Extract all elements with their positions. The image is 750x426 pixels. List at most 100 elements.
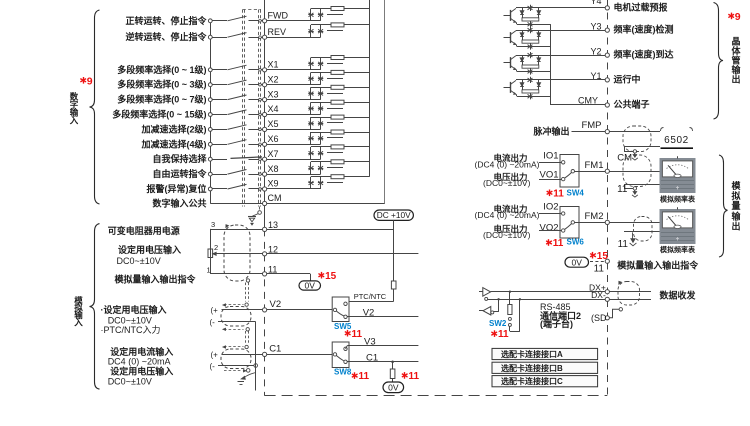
svg-text:模拟量输入输出指令: 模拟量输入输出指令 xyxy=(115,274,197,285)
svg-text:公共端子: 公共端子 xyxy=(614,99,650,110)
svg-text:(-: (- xyxy=(210,318,216,327)
svg-text:入: 入 xyxy=(69,116,79,126)
svg-text:设定用电压输入: 设定用电压输入 xyxy=(118,244,181,255)
svg-text:11: 11 xyxy=(618,239,629,250)
svg-text:SW8: SW8 xyxy=(334,368,352,377)
svg-text:加减速选择(2级): 加减速选择(2级) xyxy=(141,123,207,134)
svg-text:11: 11 xyxy=(594,264,605,275)
svg-text:DC +10V: DC +10V xyxy=(377,210,411,220)
svg-text:9: 9 xyxy=(87,75,93,87)
svg-text:SW2: SW2 xyxy=(489,319,507,328)
svg-text:选配卡连接接口C: 选配卡连接接口C xyxy=(501,376,563,386)
svg-text:模拟频率表: 模拟频率表 xyxy=(660,245,696,254)
svg-text:频率(速度)检测: 频率(速度)检测 xyxy=(614,24,674,35)
svg-text:(-: (- xyxy=(210,362,216,371)
svg-text:正转运转、停止指令: 正转运转、停止指令 xyxy=(125,15,207,26)
svg-text:模拟频率表: 模拟频率表 xyxy=(660,195,696,204)
svg-text:DC0~±10V: DC0~±10V xyxy=(108,376,152,386)
svg-text:C1: C1 xyxy=(269,343,281,354)
svg-text:X7: X7 xyxy=(268,149,279,159)
svg-text:模: 模 xyxy=(731,180,741,191)
svg-text:SW5: SW5 xyxy=(334,322,352,331)
svg-text:FMP: FMP xyxy=(581,120,601,131)
svg-text:运行中: 运行中 xyxy=(614,74,641,85)
svg-text:字: 字 xyxy=(70,100,79,110)
svg-text:多段频率选择(0 ~ 7级): 多段频率选择(0 ~ 7级) xyxy=(117,94,206,105)
svg-text:体: 体 xyxy=(731,45,741,56)
svg-text:自由运转指令: 自由运转指令 xyxy=(152,168,207,179)
svg-text:FM1: FM1 xyxy=(585,160,604,171)
svg-text:逆转运转、停止指令: 逆转运转、停止指令 xyxy=(125,31,207,42)
svg-text:量: 量 xyxy=(731,200,740,211)
svg-text:拟: 拟 xyxy=(731,190,740,201)
svg-text:设定用电压输入: 设定用电压输入 xyxy=(110,365,173,376)
svg-text:Y4: Y4 xyxy=(590,0,601,6)
svg-text:SW6: SW6 xyxy=(567,238,585,247)
svg-text:输: 输 xyxy=(731,64,741,75)
svg-text:15: 15 xyxy=(325,271,337,282)
svg-text:REV: REV xyxy=(268,27,287,37)
svg-text:11: 11 xyxy=(359,371,370,382)
svg-text:X4: X4 xyxy=(268,104,279,114)
svg-text:CMY: CMY xyxy=(578,96,598,106)
svg-text:模拟量输入输出指令: 模拟量输入输出指令 xyxy=(617,260,699,271)
svg-text:X9: X9 xyxy=(268,179,279,189)
svg-text:15: 15 xyxy=(597,251,609,262)
svg-text:多段频率选择(0 ~ 15级): 多段频率选择(0 ~ 15级) xyxy=(112,109,206,120)
svg-text:入: 入 xyxy=(73,317,83,327)
svg-text:11: 11 xyxy=(553,188,564,199)
svg-text:3: 3 xyxy=(211,220,215,229)
svg-text:脉冲输出: 脉冲输出 xyxy=(532,126,569,137)
svg-text:Y1: Y1 xyxy=(590,71,601,81)
svg-text:(+: (+ xyxy=(211,350,219,359)
svg-text:数字输入公共: 数字输入公共 xyxy=(152,198,206,209)
svg-text:11: 11 xyxy=(617,184,628,195)
svg-text:Y3: Y3 xyxy=(590,21,601,31)
svg-text:拟: 拟 xyxy=(74,303,83,313)
svg-text:·设定用电压输入: ·设定用电压输入 xyxy=(101,304,167,315)
svg-text:X1: X1 xyxy=(268,60,279,70)
svg-text:FM2: FM2 xyxy=(585,211,604,222)
svg-text:11: 11 xyxy=(498,329,509,340)
svg-text:CM: CM xyxy=(268,193,282,203)
svg-text:出: 出 xyxy=(731,74,740,85)
svg-text:X2: X2 xyxy=(268,74,279,84)
svg-text:电流出力: 电流出力 xyxy=(493,204,527,214)
svg-text:0V: 0V xyxy=(388,383,399,393)
svg-text:DX+: DX+ xyxy=(589,282,606,292)
svg-text:电机过载预报: 电机过载预报 xyxy=(614,2,668,13)
svg-text:IO1: IO1 xyxy=(543,150,558,161)
svg-text:VO1: VO1 xyxy=(539,170,558,181)
svg-text:DX-: DX- xyxy=(591,290,606,300)
svg-text:频率(速度)到达: 频率(速度)到达 xyxy=(614,49,674,60)
svg-text:·PTC/NTC入力: ·PTC/NTC入力 xyxy=(101,324,161,335)
svg-text:Y2: Y2 xyxy=(590,46,601,56)
svg-text:设定用电流输入: 设定用电流输入 xyxy=(110,346,173,357)
svg-text:自我保持选择: 自我保持选择 xyxy=(152,153,207,164)
svg-text:模: 模 xyxy=(74,295,83,305)
svg-text:PTC/NTC: PTC/NTC xyxy=(354,292,387,301)
svg-text:出: 出 xyxy=(731,221,740,232)
svg-text:X6: X6 xyxy=(268,134,279,144)
svg-text:13: 13 xyxy=(268,220,278,230)
svg-text:11: 11 xyxy=(352,329,363,340)
svg-text:(端子台): (端子台) xyxy=(540,318,573,329)
svg-text:晶: 晶 xyxy=(731,37,740,47)
svg-text:管: 管 xyxy=(731,55,740,66)
svg-text:11: 11 xyxy=(409,371,420,382)
svg-text:通信端口2: 通信端口2 xyxy=(540,310,581,321)
svg-text:V3: V3 xyxy=(364,336,376,347)
svg-text:输: 输 xyxy=(731,210,741,221)
svg-text:6502: 6502 xyxy=(664,135,689,146)
svg-text:12: 12 xyxy=(268,245,278,255)
svg-text:数据收发: 数据收发 xyxy=(660,290,697,301)
svg-text:加减速选择(4级): 加减速选择(4级) xyxy=(141,138,207,149)
svg-text:RS-485: RS-485 xyxy=(540,302,571,312)
svg-text:0V: 0V xyxy=(304,280,315,290)
svg-text:IO2: IO2 xyxy=(543,202,558,213)
svg-text:FWD: FWD xyxy=(268,11,289,21)
svg-text:X8: X8 xyxy=(268,164,279,174)
svg-text:电压出力: 电压出力 xyxy=(493,172,527,182)
svg-text:(DC0~±10V): (DC0~±10V) xyxy=(483,178,531,188)
svg-text:数: 数 xyxy=(70,92,79,102)
